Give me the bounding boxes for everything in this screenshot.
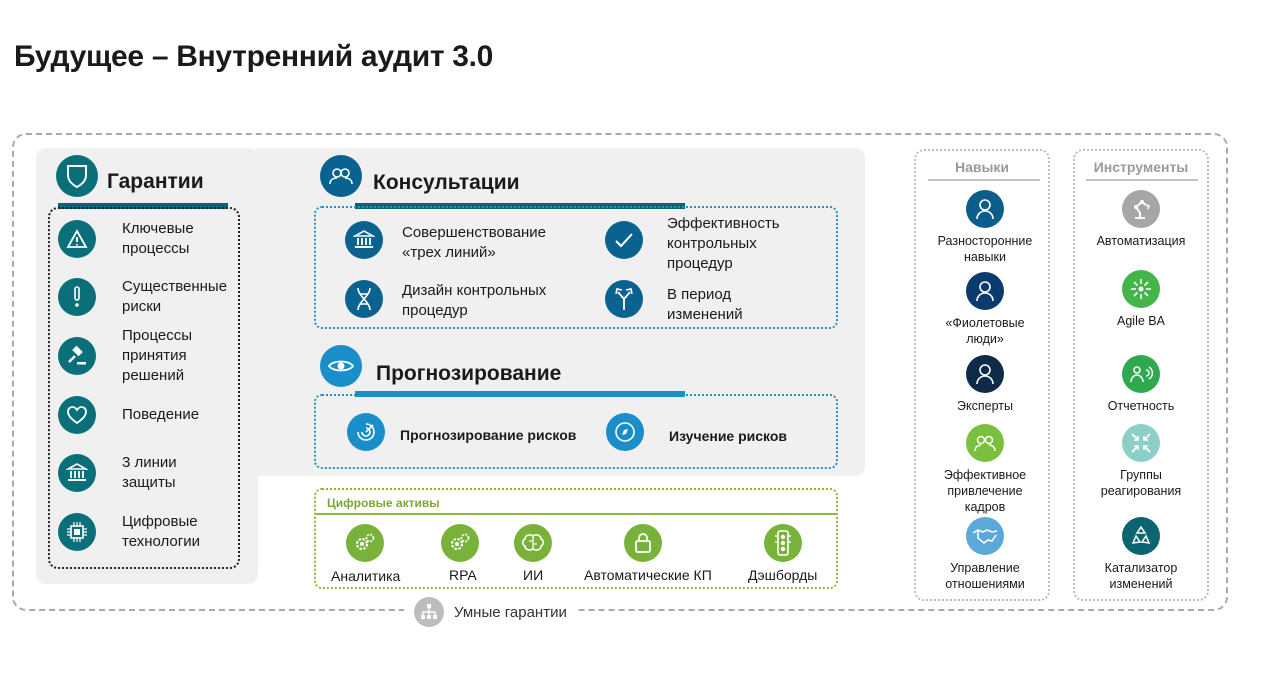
skills-item-relations: Управление отношениями bbox=[925, 517, 1045, 592]
prognoz-title: Прогнозирование bbox=[376, 362, 562, 385]
lock-icon bbox=[624, 524, 662, 562]
garantii-item-key-processes: Ключевые процессы bbox=[58, 219, 194, 259]
skills-item-purple-people: «Фиолетовые люди» bbox=[925, 272, 1045, 347]
prognoz-box bbox=[314, 394, 838, 469]
skills-box bbox=[914, 149, 1050, 601]
garantii-item-digital-tech: Цифровые технологии bbox=[58, 512, 200, 552]
compass-icon bbox=[606, 413, 644, 451]
garantii-title: Гарантии bbox=[107, 170, 204, 193]
gavel-icon bbox=[58, 337, 96, 375]
digital-item-analytics: Аналитика bbox=[331, 568, 401, 584]
tools-label: Катализатор изменений bbox=[1104, 561, 1178, 591]
digital-line bbox=[316, 513, 836, 515]
digital-item-auto-kp: Автоматические КП bbox=[584, 567, 712, 583]
garantii-label: Поведение bbox=[122, 406, 200, 423]
person-icon bbox=[966, 355, 1004, 393]
garantii-item-behavior: Поведение bbox=[58, 396, 199, 434]
tools-label: Отчетность bbox=[1107, 399, 1175, 413]
garantii-bar bbox=[58, 203, 228, 209]
tools-box bbox=[1073, 149, 1209, 601]
shield-icon bbox=[56, 155, 98, 197]
garantii-item-material-risks: Существенные риски bbox=[58, 277, 227, 317]
digital-item-ai: ИИ bbox=[523, 567, 544, 583]
garantii-label: 3 линии защиты bbox=[122, 454, 177, 491]
konsultacii-title: Консультации bbox=[373, 171, 520, 194]
skills-title: Навыки bbox=[954, 159, 1010, 175]
tools-item-agile: Agile BA bbox=[1081, 270, 1201, 329]
handshake-icon bbox=[966, 517, 1004, 555]
garantii-label: Ключевые процессы bbox=[122, 220, 194, 257]
konsultacii-item-control-design: Дизайн контрольных процедур bbox=[402, 282, 547, 319]
eye-icon bbox=[320, 345, 362, 387]
skills-label: Разносторонние навыки bbox=[937, 234, 1033, 264]
tools-item-change-catalyst: Катализатор изменений bbox=[1081, 517, 1201, 592]
gears-icon bbox=[346, 524, 384, 562]
garantii-label: Процессы принятия решений bbox=[122, 327, 193, 384]
exclamation-icon bbox=[58, 278, 96, 316]
dna-icon bbox=[345, 280, 383, 318]
konsultacii-item-three-lines: Совершенствование «трех линий» bbox=[402, 224, 546, 261]
presenter-icon bbox=[1122, 355, 1160, 393]
tools-title: Инструменты bbox=[1093, 159, 1189, 175]
people-icon bbox=[966, 424, 1004, 462]
cycle-icon bbox=[1122, 517, 1160, 555]
institution-icon bbox=[58, 454, 96, 492]
digital-box bbox=[314, 488, 838, 589]
skills-label: Эффективное привлечение кадров bbox=[943, 468, 1027, 514]
digital-item-dashboards: Дэшборды bbox=[748, 567, 818, 583]
garantii-item-decision-processes: Процессы принятия решений bbox=[58, 326, 192, 386]
skills-item-experts: Эксперты bbox=[925, 355, 1045, 414]
page-title: Будущее – Внутренний аудит 3.0 bbox=[14, 40, 494, 73]
people-icon bbox=[320, 155, 362, 197]
garantii-item-3-lines: 3 линии защиты bbox=[58, 453, 177, 493]
checkmark-icon bbox=[605, 221, 643, 259]
skills-item-versatile: Разносторонние навыки bbox=[925, 190, 1045, 265]
konsultacii-item-change-period: В период изменений bbox=[667, 286, 743, 323]
burst-icon bbox=[1122, 270, 1160, 308]
tools-label: Agile BA bbox=[1117, 314, 1165, 328]
skills-item-recruiting: Эффективное привлечение кадров bbox=[925, 424, 1045, 515]
skills-label: Эксперты bbox=[957, 399, 1013, 413]
digital-item-rpa: RPA bbox=[449, 567, 477, 583]
heart-icon bbox=[58, 396, 96, 434]
digital-title: Цифровые активы bbox=[327, 496, 440, 510]
arrows-in-icon bbox=[1122, 424, 1160, 462]
garantii-box bbox=[48, 207, 240, 569]
smart-assurance-label: Умные гарантии bbox=[404, 597, 577, 627]
fork-arrows-icon bbox=[605, 280, 643, 318]
chip-icon bbox=[58, 513, 96, 551]
footer-label: Умные гарантии bbox=[454, 603, 567, 621]
radar-icon bbox=[347, 413, 385, 451]
konsultacii-item-control-effectiveness: Эффективность контрольных процедур bbox=[667, 215, 780, 272]
person-icon bbox=[966, 272, 1004, 310]
brain-icon bbox=[514, 524, 552, 562]
network-icon bbox=[414, 597, 444, 627]
tools-item-response-groups: Группы реагирования bbox=[1081, 424, 1201, 499]
prognoz-item-risk-forecast: Прогнозирование рисков bbox=[400, 427, 577, 443]
prognoz-item-risk-study: Изучение рисков bbox=[669, 428, 788, 444]
skills-line bbox=[928, 179, 1040, 181]
garantii-label: Существенные риски bbox=[122, 278, 228, 315]
tools-line bbox=[1086, 179, 1198, 181]
warning-icon bbox=[58, 220, 96, 258]
konsultacii-box bbox=[314, 206, 838, 329]
tools-label: Автоматизация bbox=[1096, 234, 1186, 248]
tools-item-reporting: Отчетность bbox=[1081, 355, 1201, 414]
garantii-label: Цифровые технологии bbox=[122, 513, 201, 550]
tools-item-automation: Автоматизация bbox=[1081, 190, 1201, 249]
outer-frame bbox=[12, 133, 1228, 611]
tools-label: Группы реагирования bbox=[1100, 468, 1182, 498]
person-icon bbox=[966, 190, 1004, 228]
skills-label: «Фиолетовые люди» bbox=[945, 316, 1025, 346]
skills-label: Управление отношениями bbox=[945, 561, 1025, 591]
traffic-light-icon bbox=[764, 524, 802, 562]
gears-icon bbox=[441, 524, 479, 562]
robot-arm-icon bbox=[1122, 190, 1160, 228]
institution-icon bbox=[345, 221, 383, 259]
